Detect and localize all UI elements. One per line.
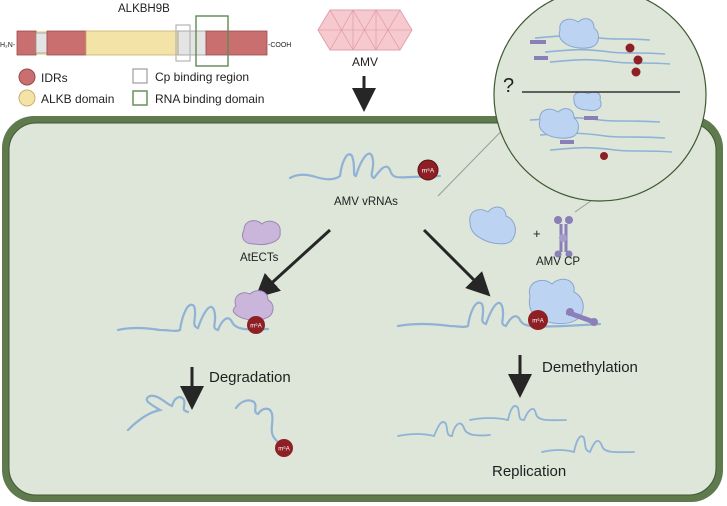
- question-mark: ?: [503, 75, 514, 97]
- zoom-cp-bar: [534, 56, 548, 60]
- n-terminus-label: H₂N-: [0, 42, 16, 49]
- protein-schematic: ALKBH9B H₂N- -COOH: [0, 3, 291, 67]
- zoom-alkbh9b: [558, 18, 599, 49]
- degradation-label: Degradation: [209, 369, 291, 386]
- legend-idr-swatch: [18, 68, 36, 86]
- m6a-dot: [631, 67, 641, 77]
- amv-virion: AMV: [317, 9, 413, 112]
- cp-head: [590, 318, 598, 326]
- demethylation-complex: m⁶A: [396, 278, 602, 330]
- legend-rna-swatch: [132, 90, 148, 106]
- m6a-label: m⁶A: [250, 323, 261, 330]
- legend-alkb-label: ALKB domain: [41, 92, 114, 106]
- cp-binding-region-box: [175, 24, 191, 62]
- idr-segment: [205, 30, 268, 56]
- alkbh9b-free: [469, 206, 516, 245]
- amv-cp-label: AMV CP: [536, 256, 580, 268]
- atects-label: AtECTs: [240, 252, 279, 264]
- cp-bound: [565, 308, 598, 326]
- m6a-mark-center: m⁶A: [417, 159, 439, 181]
- legend-cp-label: Cp binding region: [155, 70, 249, 84]
- vrna-center: [288, 152, 442, 181]
- legend-cp-swatch: [132, 68, 148, 84]
- protein-name: ALKBH9B: [118, 3, 170, 15]
- legend: IDRs ALKB domain Cp binding region RNA b…: [18, 68, 264, 107]
- zoom-alkbh9b: [573, 91, 602, 111]
- alkb-domain-segment: [85, 30, 179, 56]
- m6a-dot: [600, 152, 608, 160]
- fragment: [234, 399, 292, 454]
- arrow-to-degradation-path: [255, 228, 332, 299]
- replicated-rna: [469, 405, 567, 422]
- legend-rna-label: RNA binding domain: [155, 92, 264, 106]
- linker-segment: [35, 32, 48, 54]
- degradation-substrate: m⁶A: [116, 290, 274, 334]
- vrna-strand: [396, 301, 602, 328]
- alkbh9b-shape: [469, 206, 516, 245]
- zoom-m6a: [600, 43, 643, 160]
- idr-segment: [16, 30, 37, 56]
- vrna-strand: [116, 303, 270, 332]
- plus-sign: +: [533, 226, 541, 241]
- idr-segment: [46, 30, 87, 56]
- amv-label: AMV: [352, 55, 378, 69]
- demethylation-label: Demethylation: [542, 359, 638, 376]
- atects-shape: [232, 290, 274, 321]
- zoom-cp-bar: [530, 40, 546, 44]
- m6a-dot: [625, 43, 635, 53]
- m6a-dot-degraded: [275, 439, 293, 457]
- arrow-to-demethylation-path: [422, 228, 491, 297]
- zoom-cp: [530, 40, 598, 144]
- m6a-label: m⁶A: [278, 446, 289, 453]
- cp-head: [554, 216, 562, 224]
- vrnas-label: AMV vRNAs: [334, 196, 398, 208]
- fragment: [126, 394, 190, 432]
- m6a-dot: [417, 159, 439, 181]
- zoom-rna: [549, 146, 673, 153]
- cp-body: [559, 234, 567, 242]
- cp-foot: [565, 250, 573, 258]
- zoom-cp-bar: [584, 116, 598, 120]
- degraded-fragments: [126, 394, 292, 454]
- m6a-dot: [633, 55, 643, 65]
- amv-facets: [318, 9, 412, 51]
- replicated-rna: [541, 435, 635, 454]
- m6a-dot: [247, 316, 265, 334]
- zoom-alkbh9b: [538, 108, 579, 139]
- cp-foot: [554, 250, 562, 258]
- rna-binding-domain-box: [195, 15, 229, 67]
- replicated-rna: [397, 421, 491, 438]
- vrna-strand: [288, 152, 442, 181]
- legend-idr-label: IDRs: [41, 71, 68, 85]
- replication-label: Replication: [492, 463, 566, 480]
- linker-segment: [177, 30, 207, 56]
- zoom-rna: [544, 48, 666, 55]
- zoom-rna: [534, 34, 651, 41]
- atects-shape: [241, 220, 281, 245]
- amv-cp-protein: [554, 216, 573, 258]
- m6a-dot: [528, 310, 548, 330]
- legend-alkb-swatch: [18, 89, 36, 107]
- zoom-cp-bar: [560, 140, 574, 144]
- zoom-rna: [549, 58, 671, 65]
- replication-rnas: [397, 405, 635, 454]
- c-terminus-label: -COOH: [268, 42, 291, 49]
- atects-protein: AtECTs: [240, 220, 281, 264]
- m6a-label: m⁶A: [532, 318, 543, 325]
- cp-head: [565, 216, 573, 224]
- m6a-label: m⁶A: [422, 168, 435, 175]
- cp-head: [566, 308, 574, 316]
